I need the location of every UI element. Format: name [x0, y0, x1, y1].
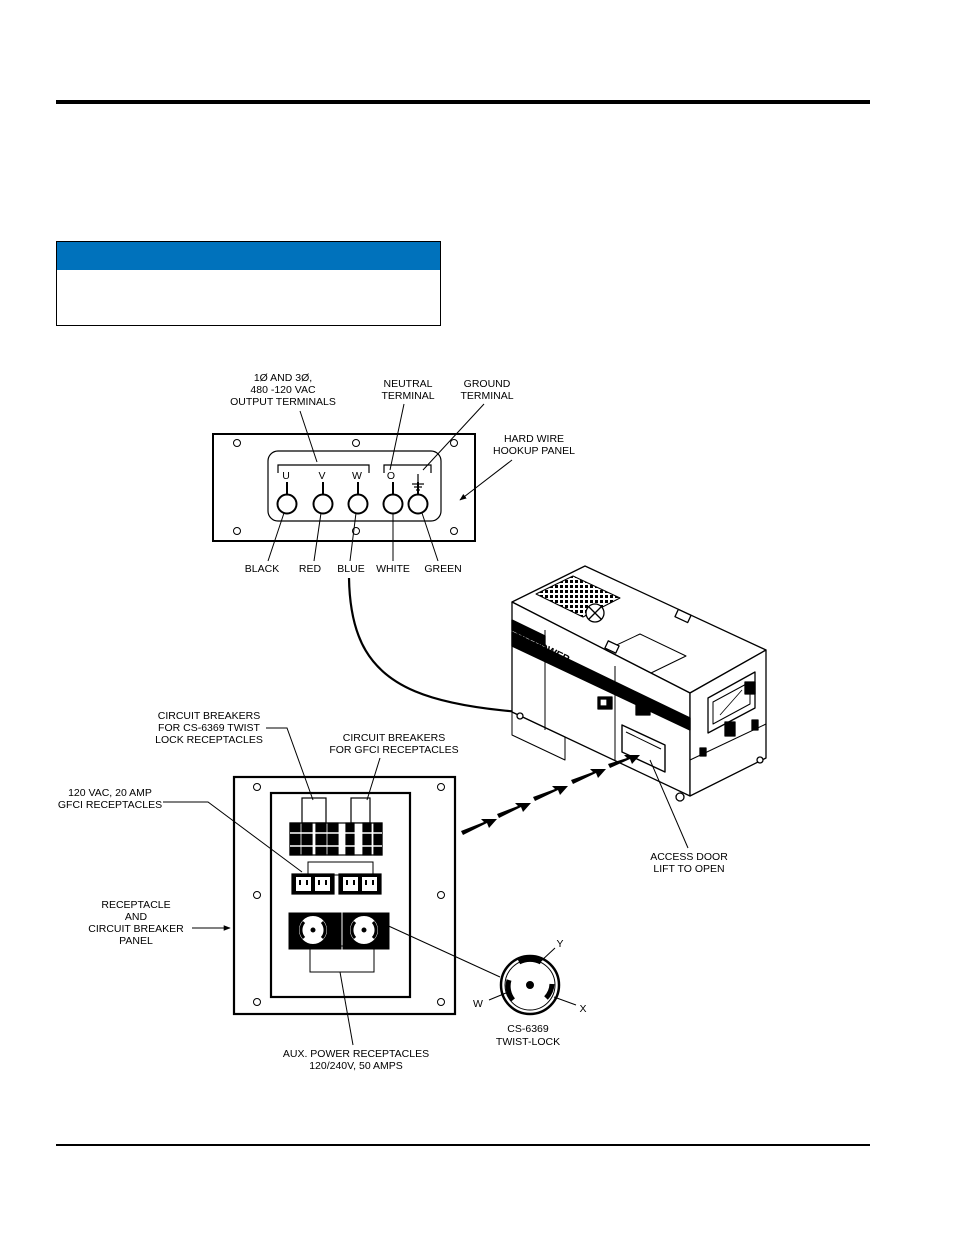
gfci-receptacles-label-2: GFCI RECEPTACLES: [58, 799, 162, 811]
terminal-letter-w: W: [352, 470, 362, 482]
terminal-u: [276, 493, 298, 515]
neutral-terminal-label-2: TERMINAL: [381, 390, 434, 402]
aux-power-receptacles: [288, 912, 390, 973]
wire-red-label: RED: [299, 563, 322, 575]
ground-terminal-label-2: TERMINAL: [460, 390, 513, 402]
wire-green-label: GREEN: [424, 563, 461, 575]
circuit-breakers: [289, 797, 383, 856]
access-door-label-2: LIFT TO OPEN: [653, 863, 724, 875]
wire-black-label: BLACK: [245, 563, 279, 575]
generator-unit: [511, 565, 767, 802]
terminal-v: [312, 493, 334, 515]
cb-gfci-label-2: FOR GFCI RECEPTACLES: [329, 744, 458, 756]
footer-rule: [56, 1144, 870, 1146]
output-terminals-label-2: 480 -120 VAC: [250, 384, 316, 396]
twist-lock-label-2: TWIST-LOCK: [496, 1036, 560, 1048]
wire-white-label: WHITE: [376, 563, 410, 575]
notice-header-bar: [57, 242, 440, 270]
terminal-w: [347, 493, 369, 515]
twist-pin-w: W: [473, 998, 483, 1010]
output-terminals-label-1: 1Ø AND 3Ø,: [254, 372, 312, 384]
top-leader-lines: [299, 403, 513, 501]
header-rule: [56, 100, 870, 104]
receptacle-leader-lines: [163, 727, 381, 1046]
twist-pin-y: Y: [556, 938, 563, 950]
twist-lock-pin-leaders: [488, 947, 577, 1006]
hard-wire-panel-label-2: HOOKUP PANEL: [493, 445, 575, 457]
hard-wire-panel-label-1: HARD WIRE: [504, 433, 564, 445]
twist-lock-leader: [381, 922, 501, 978]
ground-symbol: [412, 474, 424, 491]
cb-twist-lock-label-2: FOR CS-6369 TWIST: [158, 722, 260, 734]
aux-power-label-1: AUX. POWER RECEPTACLES: [283, 1048, 429, 1060]
twist-pin-x: X: [579, 1003, 586, 1015]
cb-twist-lock-label-1: CIRCUIT BREAKERS: [158, 710, 261, 722]
aux-power-label-2: 120/240V, 50 AMPS: [309, 1060, 403, 1072]
access-door: [621, 724, 666, 773]
wire-leader-lines: [267, 512, 439, 562]
terminal-letter-o: O: [387, 470, 395, 482]
breaker-handle-gfci: [350, 797, 371, 824]
dashed-direction-arrows: [461, 755, 640, 835]
receptacle-circuit-breaker-panel: [232, 775, 457, 1016]
cb-gfci-label-1: CIRCUIT BREAKERS: [343, 732, 446, 744]
access-door-label-1: ACCESS DOOR: [650, 851, 728, 863]
twist-lock-label-1: CS-6369: [507, 1023, 549, 1035]
hard-wire-hookup-panel: [212, 433, 476, 542]
receptacle-panel-label-1: RECEPTACLE: [101, 899, 170, 911]
terminal-o: [382, 493, 404, 515]
cb-twist-lock-label-3: LOCK RECEPTACLES: [155, 734, 263, 746]
output-terminals-label-3: OUTPUT TERMINALS: [230, 396, 336, 408]
receptacle-panel-label-4: PANEL: [119, 935, 153, 947]
access-door-leader: [649, 759, 689, 849]
terminal-letter-u: U: [282, 470, 290, 482]
terminal-ground: [407, 493, 429, 515]
output-terminal-posts: [276, 482, 429, 515]
gfci-receptacles-label-1: 120 VAC, 20 AMP: [68, 787, 152, 799]
receptacle-panel-label-2: AND: [125, 911, 148, 923]
ground-terminal-label-1: GROUND: [464, 378, 511, 390]
neutral-terminal-label-1: NEUTRAL: [383, 378, 432, 390]
gfci-receptacles: [291, 861, 382, 895]
breaker-handle-twist-lock: [301, 797, 327, 824]
wire-blue-label: BLUE: [337, 563, 364, 575]
notice-box: [56, 241, 441, 326]
terminal-letter-v: V: [318, 470, 325, 482]
cs-6369-twist-lock: [499, 954, 561, 1016]
receptacle-panel-label-3: CIRCUIT BREAKER: [88, 923, 184, 935]
